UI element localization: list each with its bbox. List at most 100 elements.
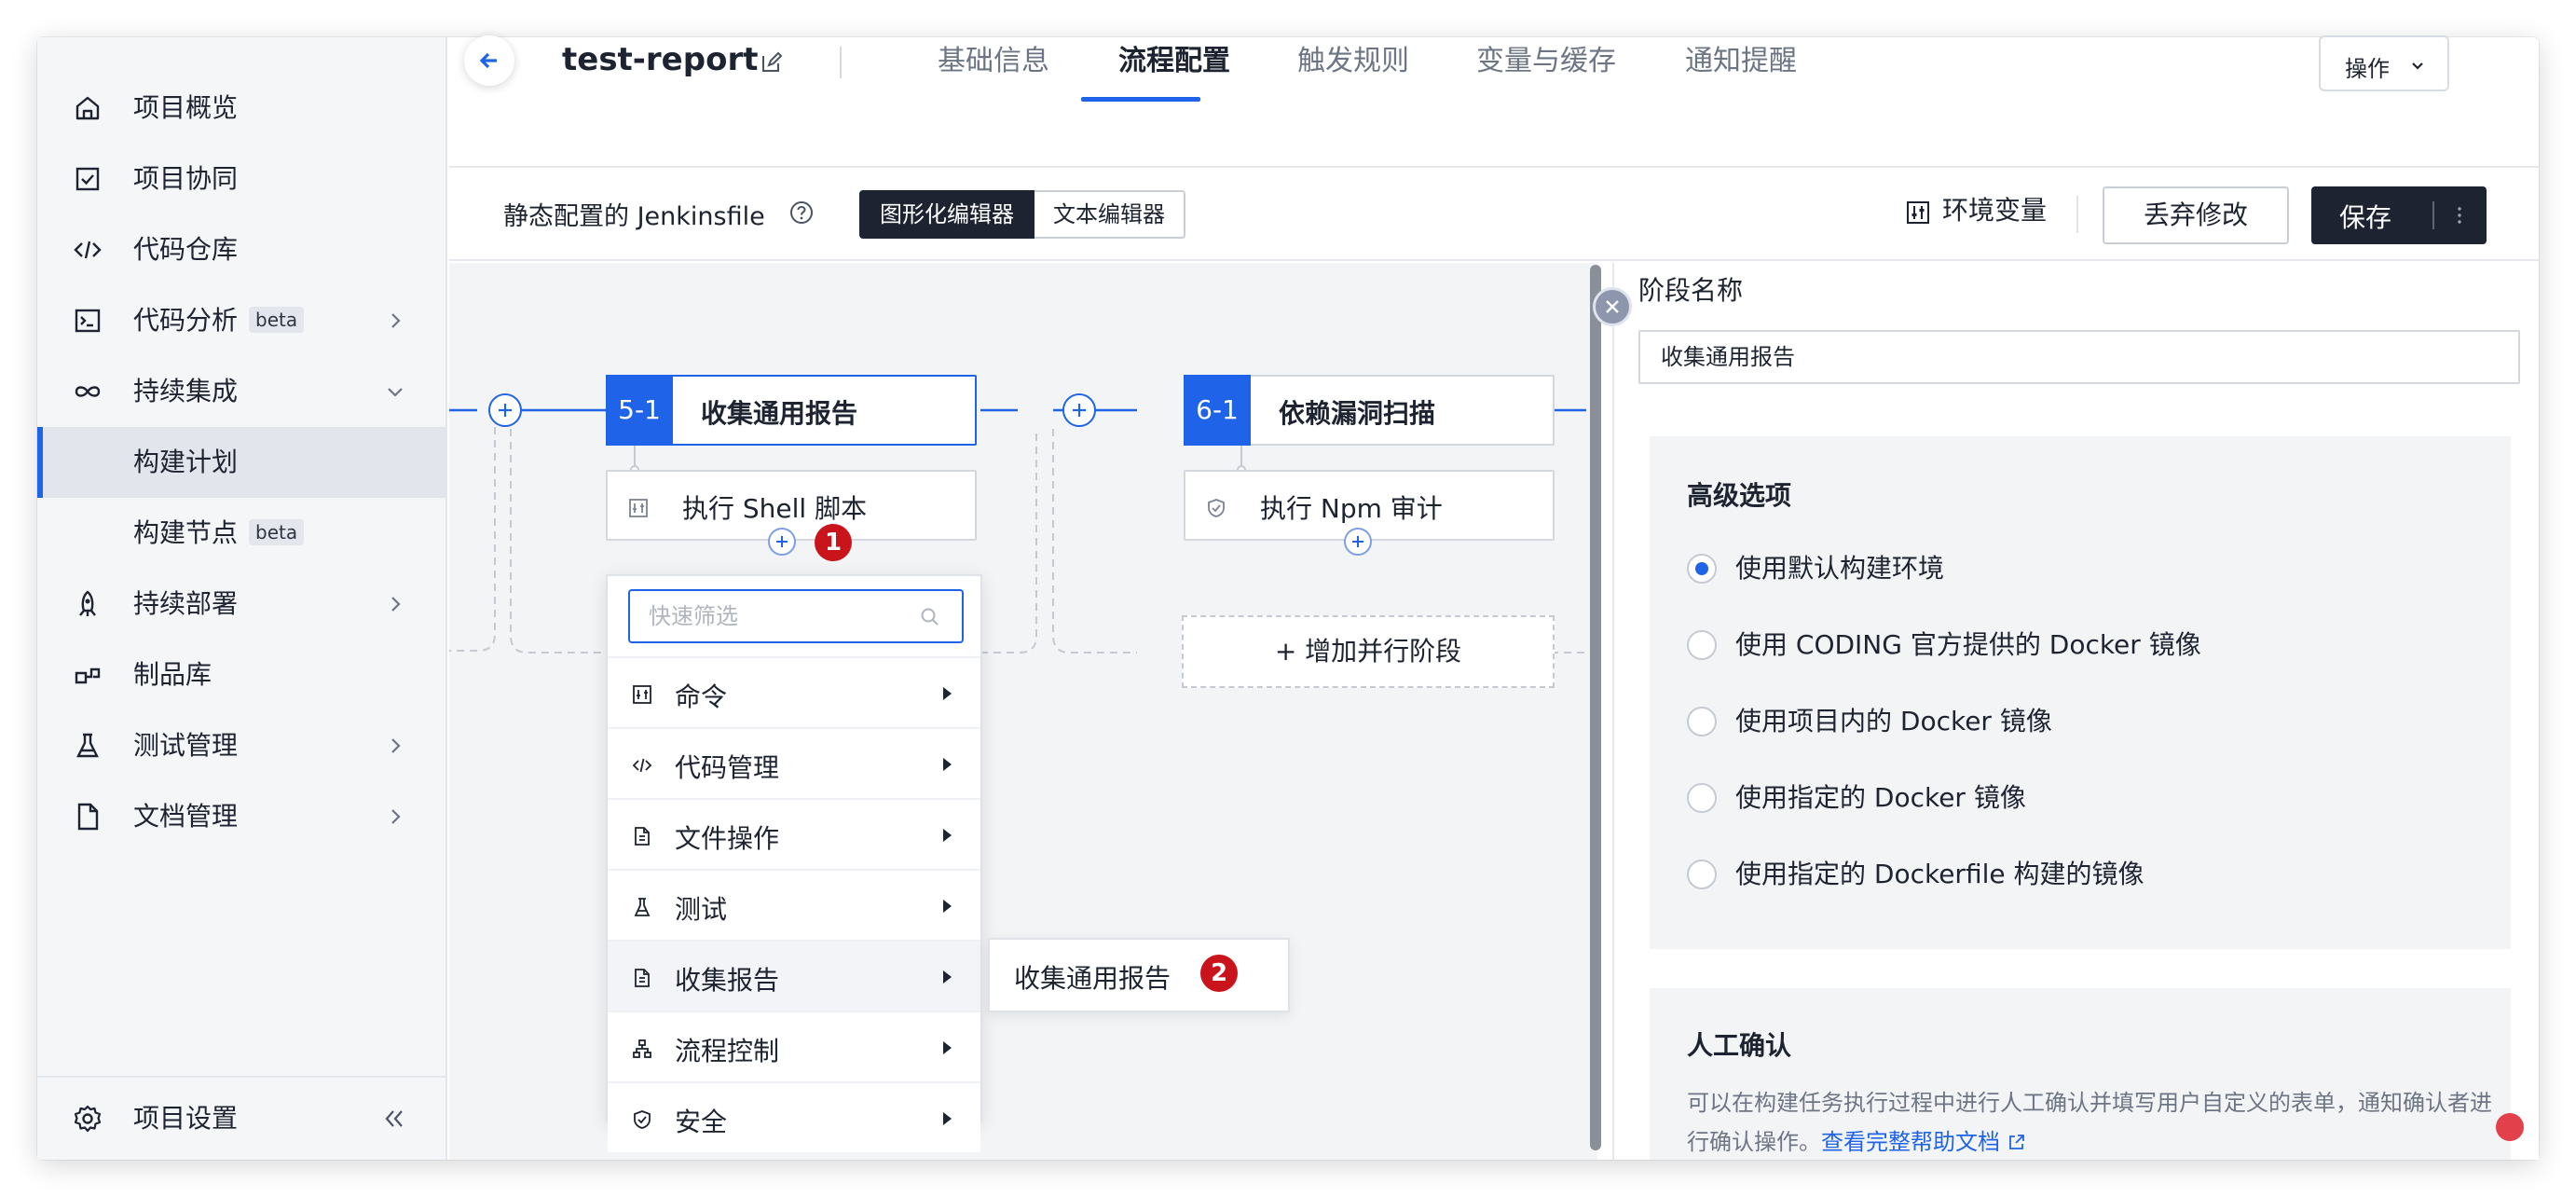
quick-filter-input[interactable]: [628, 589, 964, 643]
plus-icon: [776, 536, 788, 547]
radio-button[interactable]: [1687, 707, 1717, 736]
dropdown-item-testing[interactable]: 测试: [608, 869, 980, 940]
back-button[interactable]: [464, 35, 514, 86]
plus-icon: [1352, 536, 1363, 547]
sidebar-item-build-plan[interactable]: 构建计划: [37, 427, 447, 498]
radio-label: 使用指定的 Dockerfile 构建的镜像: [1735, 859, 2144, 889]
close-icon: [1606, 300, 1619, 313]
caret-right-icon: [943, 1112, 952, 1125]
more-vertical-icon[interactable]: [2453, 200, 2466, 231]
help-doc-link[interactable]: 查看完整帮助文档: [1821, 1129, 2026, 1155]
stage-name: 收集通用报告: [701, 398, 858, 429]
sidebar-item-label: 持续集成: [133, 376, 239, 406]
edit-icon[interactable]: [760, 50, 784, 75]
arrow-left-icon: [479, 52, 497, 69]
stage-name-field[interactable]: 收集通用报告: [1638, 330, 2520, 384]
sidebar-item-label: 代码仓库: [133, 234, 239, 265]
submenu-item-general-report[interactable]: 收集通用报告: [1014, 963, 1172, 994]
beta-badge: beta: [249, 307, 305, 333]
step-card[interactable]: 执行 Npm 审计: [1184, 470, 1555, 541]
save-button[interactable]: 保存: [2311, 186, 2487, 244]
header-divider: [840, 47, 842, 78]
sidebar-item-docs[interactable]: 文档管理: [37, 781, 447, 852]
sidebar-item-collaboration[interactable]: 项目协同: [37, 144, 447, 214]
radio-label: 使用默认构建环境: [1735, 553, 1945, 584]
dropdown-item-file-ops[interactable]: 文件操作: [608, 798, 980, 869]
stage-card[interactable]: 5-1 收集通用报告: [606, 375, 977, 446]
flask-icon: [634, 898, 651, 916]
collapse-sidebar-icon[interactable]: [380, 1105, 408, 1133]
sidebar-item-label: 项目设置: [133, 1103, 239, 1134]
add-stage-button[interactable]: [488, 393, 522, 427]
collect-reports-submenu: 收集通用报告: [988, 938, 1290, 1012]
operations-dropdown[interactable]: 操作: [2319, 35, 2449, 91]
add-step-button[interactable]: [768, 528, 796, 556]
flow-icon: [633, 1039, 651, 1058]
sidebar-item-label: 项目概览: [133, 92, 239, 123]
sidebar-item-label: 构建节点: [133, 517, 239, 548]
tab-variables-cache[interactable]: 变量与缓存: [1476, 45, 1616, 77]
dropdown-item-flow-control[interactable]: 流程控制: [608, 1011, 980, 1081]
caret-right-icon: [943, 687, 952, 700]
dropdown-item-command[interactable]: 命令: [608, 656, 980, 727]
stage-name-label: 阶段名称: [1638, 275, 1744, 306]
sidebar-item-label: 文档管理: [133, 801, 239, 832]
add-parallel-stage-button[interactable]: + 增加并行阶段: [1182, 615, 1555, 688]
radio-button[interactable]: [1687, 630, 1717, 660]
terminal-icon: [75, 309, 101, 333]
save-label: 保存: [2339, 202, 2392, 233]
radio-button[interactable]: [1687, 783, 1717, 813]
sidebar-item-code-analysis[interactable]: 代码分析 beta: [37, 285, 447, 356]
tab-notifications[interactable]: 通知提醒: [1685, 45, 1797, 77]
package-icon: [75, 667, 101, 684]
dropdown-item-label: 安全: [675, 1107, 728, 1137]
discard-button[interactable]: 丢弃修改: [2103, 186, 2289, 244]
manual-confirm-section: [1650, 988, 2511, 1160]
page-title: test-report: [562, 41, 759, 78]
sidebar-item-label: 测试管理: [133, 730, 239, 761]
sidebar-item-overview[interactable]: 项目概览: [37, 73, 447, 144]
add-step-button[interactable]: [1344, 528, 1372, 556]
rocket-icon: [79, 590, 96, 616]
toolbar-divider: [2076, 196, 2078, 233]
radio-button[interactable]: [1687, 554, 1717, 584]
sidebar-item-ci[interactable]: 持续集成: [37, 356, 447, 427]
step-card[interactable]: 执行 Shell 脚本: [606, 470, 977, 541]
tab-trigger-rules[interactable]: 触发规则: [1297, 45, 1409, 77]
chevron-right-icon: [391, 738, 401, 753]
sidebar-item-repo[interactable]: 代码仓库: [37, 214, 447, 285]
close-panel-button[interactable]: [1593, 287, 1632, 326]
checkbox-icon: [75, 167, 100, 191]
manual-desc-text: 可以在构建任务执行过程中进行人工确认并填写用户自定义的表单，通知确认者进行确认操…: [1687, 1090, 2492, 1155]
step-label: 执行 Npm 审计: [1260, 493, 1443, 524]
tab-basic-info[interactable]: 基础信息: [938, 45, 1049, 77]
stage-card[interactable]: 6-1 依赖漏洞扫描: [1184, 375, 1555, 446]
sidebar-item-label: 代码分析: [133, 305, 239, 336]
project-settings-button[interactable]: 项目设置: [37, 1083, 447, 1154]
text-editor-toggle[interactable]: 文本编辑器: [1035, 190, 1185, 239]
help-doc-link-text: 查看完整帮助文档: [1821, 1129, 2000, 1155]
help-icon[interactable]: [788, 200, 815, 226]
sidebar-item-cd[interactable]: 持续部署: [37, 569, 447, 640]
radio-label: 使用项目内的 Docker 镜像: [1735, 706, 2052, 736]
chevron-right-icon: [391, 313, 401, 328]
graphic-editor-toggle[interactable]: 图形化编辑器: [859, 190, 1035, 239]
plus-icon: [1073, 404, 1086, 417]
stage-number: 5-1: [606, 375, 673, 446]
caret-right-icon: [943, 900, 952, 913]
caret-right-icon: [943, 829, 952, 842]
dropdown-item-collect-reports[interactable]: 收集报告: [608, 940, 980, 1011]
dropdown-item-label: 命令: [675, 681, 728, 712]
add-stage-button[interactable]: [1062, 393, 1096, 427]
dropdown-item-security[interactable]: 安全: [608, 1081, 980, 1152]
radio-button[interactable]: [1687, 860, 1717, 889]
dropdown-item-code-management[interactable]: 代码管理: [608, 727, 980, 798]
sidebar-item-label: 持续部署: [133, 588, 239, 619]
search-icon: [921, 608, 939, 626]
sidebar-item-artifacts[interactable]: 制品库: [37, 640, 447, 710]
sidebar-item-label: 项目协同: [133, 163, 239, 194]
sidebar-item-testing[interactable]: 测试管理: [37, 710, 447, 781]
tab-pipeline-config[interactable]: 流程配置: [1118, 45, 1230, 77]
canvas-scrollbar[interactable]: [1590, 265, 1601, 1150]
